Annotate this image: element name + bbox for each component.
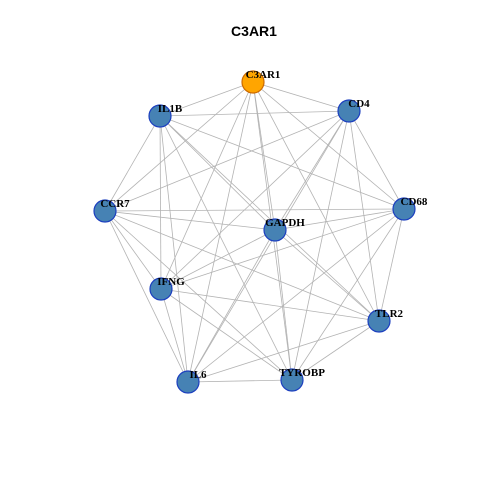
node-label-tyrobp: TYROBP (279, 367, 325, 379)
node-il1b[interactable]: IL1B (148, 103, 183, 128)
edge-ifng-il6 (160, 288, 189, 383)
edge-il6-tyrobp (187, 379, 293, 383)
edge-ccr7-ifng (104, 210, 162, 290)
node-circle-il1b[interactable] (148, 104, 172, 128)
edge-cd4-ccr7 (104, 110, 350, 212)
edge-cd68-tyrobp (291, 208, 405, 381)
edge-il1b-tyrobp (159, 115, 293, 381)
edge-c3ar1-il6 (187, 81, 254, 383)
node-circle-gapdh[interactable] (263, 218, 287, 242)
edges-layer (104, 81, 405, 383)
edge-c3ar1-il1b (159, 81, 254, 117)
node-circle-cd68[interactable] (392, 197, 416, 221)
node-label-cd4: CD4 (348, 98, 370, 110)
edge-il1b-il6 (159, 115, 189, 383)
edge-gapdh-tlr2 (274, 229, 380, 322)
edge-cd68-il6 (187, 208, 405, 383)
edge-tlr2-tyrobp (291, 320, 380, 381)
node-gapdh[interactable]: GAPDH (263, 217, 305, 242)
edge-ifng-tyrobp (160, 288, 293, 381)
edge-gapdh-il6 (187, 229, 276, 383)
graph-title: C3AR1 (231, 23, 277, 39)
edge-ccr7-cd68 (104, 208, 405, 212)
node-circle-ccr7[interactable] (93, 199, 117, 223)
edge-gapdh-cd68 (274, 208, 405, 231)
edge-il1b-ifng (159, 115, 162, 290)
node-il6[interactable]: IL6 (176, 369, 207, 394)
node-circle-tyrobp[interactable] (280, 368, 304, 392)
edge-il1b-cd68 (159, 115, 405, 210)
edge-cd4-cd68 (348, 110, 405, 210)
edge-il1b-gapdh (159, 115, 276, 231)
edge-ccr7-tlr2 (104, 210, 380, 322)
edge-c3ar1-ifng (160, 81, 254, 290)
edge-cd4-il6 (187, 110, 350, 383)
edge-ccr7-il6 (104, 210, 189, 383)
node-ccr7[interactable]: CCR7 (93, 198, 130, 223)
node-circle-ifng[interactable] (149, 277, 173, 301)
edge-cd68-tlr2 (378, 208, 405, 322)
node-label-c3ar1: C3AR1 (246, 69, 281, 81)
edge-cd4-ifng (160, 110, 350, 290)
edge-cd68-ifng (160, 208, 405, 290)
edge-il6-tlr2 (187, 320, 380, 383)
node-circle-tlr2[interactable] (367, 309, 391, 333)
edge-il1b-cd4 (159, 110, 350, 117)
node-cd4[interactable]: CD4 (337, 98, 370, 123)
node-label-il6: IL6 (189, 369, 207, 381)
node-label-ccr7: CCR7 (100, 198, 130, 210)
node-tyrobp[interactable]: TYROBP (279, 367, 325, 392)
edge-ccr7-tyrobp (104, 210, 293, 381)
node-label-ifng: IFNG (157, 276, 185, 288)
node-label-cd68: CD68 (401, 196, 428, 208)
node-circle-cd4[interactable] (337, 99, 361, 123)
edge-c3ar1-tlr2 (252, 81, 380, 322)
node-cd68[interactable]: CD68 (392, 196, 428, 221)
edge-ifng-tlr2 (160, 288, 380, 322)
edge-il1b-ccr7 (104, 115, 161, 212)
edge-gapdh-ifng (160, 229, 276, 290)
edge-cd4-tlr2 (348, 110, 380, 322)
node-label-gapdh: GAPDH (265, 217, 305, 229)
edge-il1b-tlr2 (159, 115, 380, 322)
node-c3ar1[interactable]: C3AR1 (241, 69, 281, 94)
edge-c3ar1-cd4 (252, 81, 350, 112)
node-circle-il6[interactable] (176, 370, 200, 394)
node-label-il1b: IL1B (158, 103, 183, 115)
node-label-tlr2: TLR2 (375, 308, 404, 320)
edge-cd4-tyrobp (291, 110, 350, 381)
node-circle-c3ar1[interactable] (241, 70, 265, 94)
node-tlr2[interactable]: TLR2 (367, 308, 404, 333)
edge-c3ar1-ccr7 (104, 81, 254, 212)
edge-ccr7-gapdh (104, 210, 276, 231)
node-ifng[interactable]: IFNG (149, 276, 185, 301)
